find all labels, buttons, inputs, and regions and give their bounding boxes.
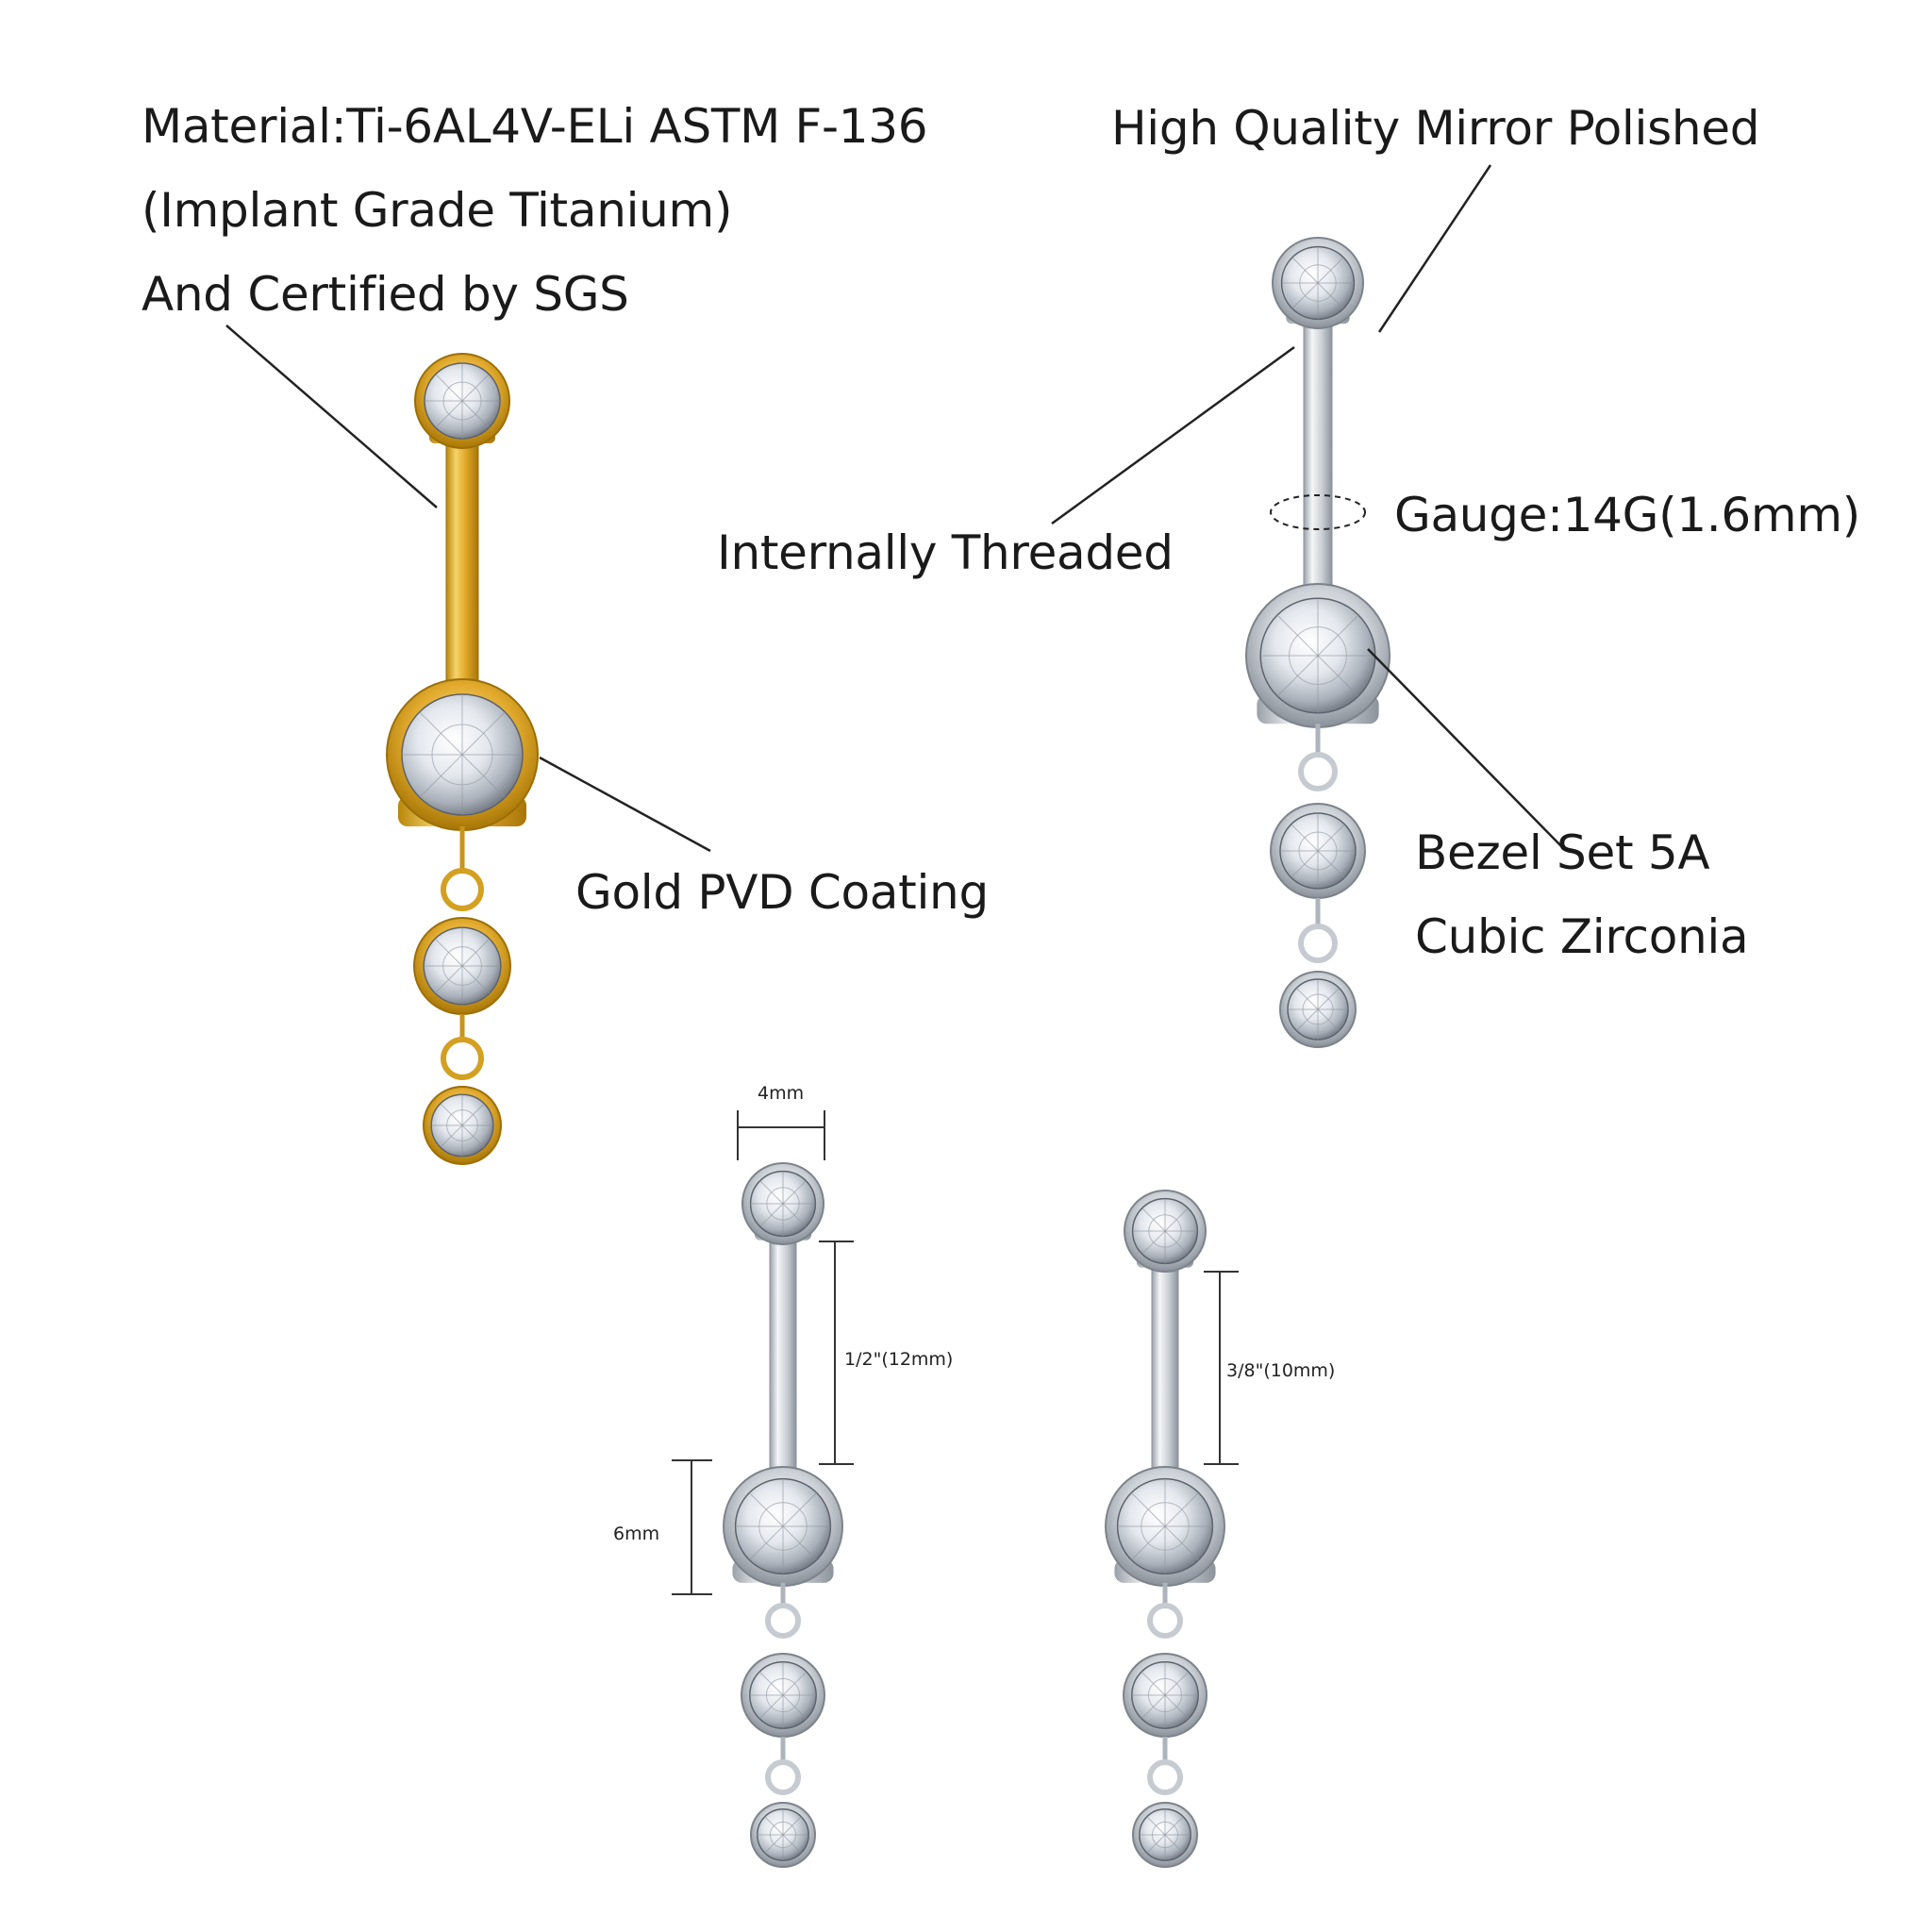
material-grade-line: (Implant Grade Titanium) [142, 183, 733, 238]
silver-belly-ring-10mm [1105, 1190, 1225, 1868]
top-gem [414, 353, 510, 449]
material-certified-line: And Certified by SGS [142, 267, 629, 322]
material-line: Material:Ti-6AL4V-ELi ASTM F-136 [142, 99, 928, 154]
silver-belly-ring-large [1245, 237, 1391, 1048]
dangle-gem [750, 1802, 816, 1868]
gold-belly-ring [386, 353, 539, 1165]
gauge-indicator [1270, 494, 1366, 530]
main-gem [1105, 1466, 1225, 1587]
coating-callout: Gold PVD Coating [575, 865, 989, 920]
material-callout: Material:Ti-6AL4V-ELi ASTM F-136 (Implan… [142, 85, 928, 337]
gem-height-label: 6mm [613, 1524, 660, 1544]
jump-ring [1147, 1759, 1183, 1795]
dangle-gem [1270, 803, 1366, 899]
dangle-gem [741, 1653, 825, 1738]
jump-ring [441, 868, 484, 911]
gauge-callout: Gauge:14G(1.6mm) [1394, 488, 1860, 542]
gem-setting-line: Bezel Set 5A [1415, 825, 1710, 880]
polished-leader-line [1377, 164, 1492, 333]
jump-ring [765, 1759, 801, 1795]
gem-leader-line [1367, 648, 1562, 847]
jump-ring [765, 1603, 801, 1639]
ball-width-label: 4mm [758, 1083, 805, 1104]
silver-belly-ring-12mm [723, 1162, 843, 1868]
top-gem [1124, 1190, 1207, 1273]
dangle-gem [413, 917, 511, 1015]
dangle-gem [423, 1086, 502, 1165]
jump-ring [1298, 924, 1338, 963]
jump-ring [1298, 752, 1338, 791]
gem-type-line: Cubic Zirconia [1415, 909, 1749, 964]
main-gem [1245, 583, 1391, 728]
top-gem [1272, 237, 1364, 329]
material-leader-line [225, 325, 438, 508]
jump-ring [1147, 1603, 1183, 1639]
dangle-gem [1132, 1802, 1198, 1868]
top-gem [741, 1162, 824, 1245]
bar-length-long-label: 1/2"(12mm) [844, 1349, 954, 1370]
dangle-gem [1123, 1653, 1208, 1738]
bar-length-short-label: 3/8"(10mm) [1226, 1360, 1336, 1381]
main-gem [386, 678, 539, 831]
main-gem [723, 1466, 843, 1587]
dangle-gem [1279, 971, 1357, 1048]
polished-callout: High Quality Mirror Polished [1111, 101, 1760, 156]
jump-ring [441, 1037, 484, 1080]
threaded-callout: Internally Threaded [717, 525, 1174, 580]
gem-callout: Bezel Set 5A Cubic Zirconia [1415, 811, 1749, 979]
threaded-leader-line [1051, 345, 1295, 525]
coating-leader-line [539, 756, 711, 853]
